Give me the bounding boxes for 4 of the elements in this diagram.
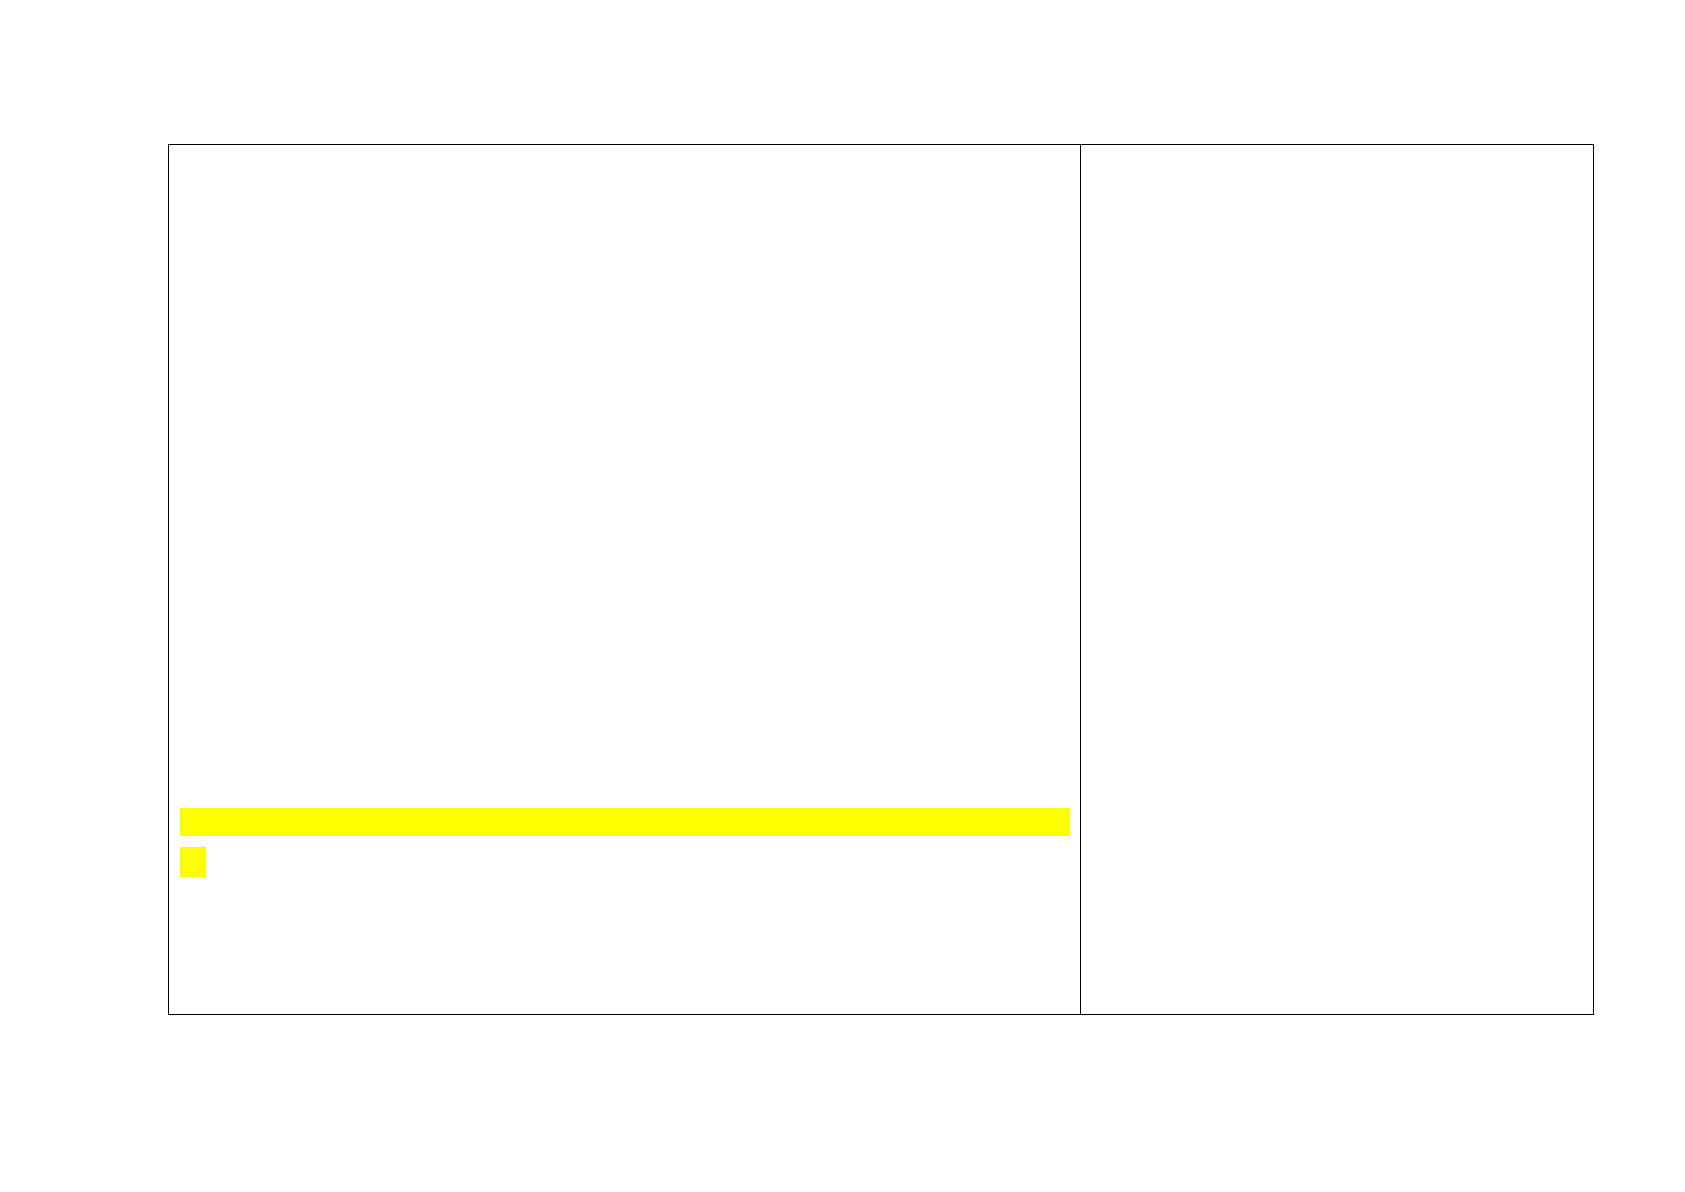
table-cell [1080,144,1594,1015]
table-cell [168,144,1081,1015]
highlight-square [180,847,206,877]
highlight-bar [180,808,1070,836]
